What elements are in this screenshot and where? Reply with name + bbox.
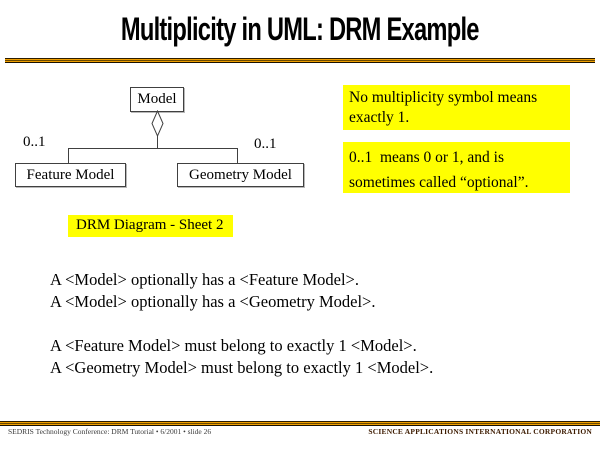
uml-class-feature-model: Feature Model	[15, 163, 126, 187]
statement-line: A <Model> optionally has a <Feature Mode…	[50, 270, 359, 289]
statement-line: A <Feature Model> must belong to exactly…	[50, 336, 417, 355]
page-title: Multiplicity in UML: DRM Example	[121, 10, 480, 47]
uml-class-geometry-model-label: Geometry Model	[189, 166, 292, 183]
aggregation-diamond-icon	[151, 110, 164, 137]
connector-right-drop	[237, 148, 238, 163]
multiplicity-left: 0..1	[23, 134, 46, 150]
statement-line: A <Model> optionally has a <Geometry Mod…	[50, 292, 376, 311]
uml-class-model: Model	[130, 87, 184, 112]
connector-left-drop	[68, 148, 69, 163]
title-divider-rule	[5, 58, 595, 63]
statement-line: A <Geometry Model> must belong to exactl…	[50, 358, 434, 377]
statement-group-mandatory: A <Feature Model> must belong to exactly…	[50, 335, 433, 379]
footer-conference-info: SEDRIS Technology Conference: DRM Tutori…	[8, 427, 212, 436]
note-optional-multiplicity: 0..1 means 0 or 1, and is sometimes call…	[343, 142, 570, 193]
uml-class-model-label: Model	[137, 91, 177, 107]
note-no-multiplicity: No multiplicity symbol means exactly 1.	[343, 85, 570, 130]
title-bar: Multiplicity in UML: DRM Example	[0, 6, 600, 52]
connector-horizontal	[68, 148, 238, 149]
uml-class-feature-model-label: Feature Model	[26, 166, 115, 183]
connector-stem	[157, 135, 158, 148]
footer-divider-rule	[0, 421, 600, 426]
multiplicity-right: 0..1	[254, 136, 277, 152]
footer-company-name: SCIENCE APPLICATIONS INTERNATIONAL CORPO…	[368, 427, 592, 436]
sheet-label: DRM Diagram - Sheet 2	[68, 215, 234, 237]
statement-group-optional: A <Model> optionally has a <Feature Mode…	[50, 269, 433, 313]
uml-class-geometry-model: Geometry Model	[177, 163, 304, 187]
statements-block: A <Model> optionally has a <Feature Mode…	[50, 269, 433, 379]
